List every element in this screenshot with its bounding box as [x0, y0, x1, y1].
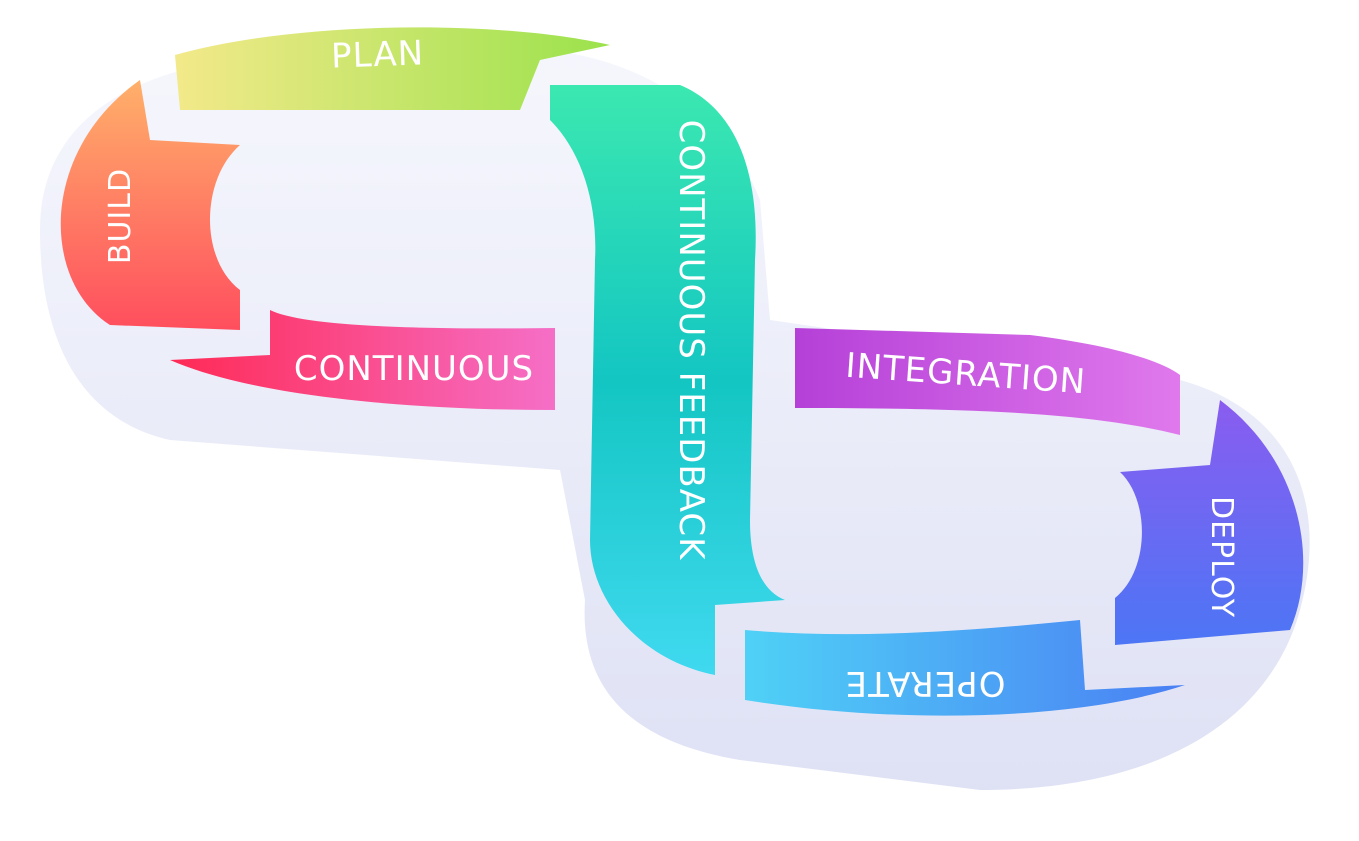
segment-plan: [175, 27, 610, 111]
segment-build: [60, 80, 240, 330]
segment-integration: [795, 328, 1180, 435]
label-continuous: CONTINUOUS: [294, 349, 534, 389]
label-continuous-feedback: CONTINUOUS FEEDBACK: [671, 120, 711, 562]
segment-operate: [745, 620, 1185, 716]
segment-continuous: [170, 310, 555, 410]
label-build: BUILD: [103, 168, 138, 264]
label-operate: OPERATE: [845, 663, 1006, 703]
segment-continuous-feedback: [550, 85, 785, 675]
label-plan: PLAN: [330, 33, 424, 76]
label-deploy: DEPLOY: [1204, 496, 1239, 618]
segment-deploy: [1115, 400, 1304, 645]
